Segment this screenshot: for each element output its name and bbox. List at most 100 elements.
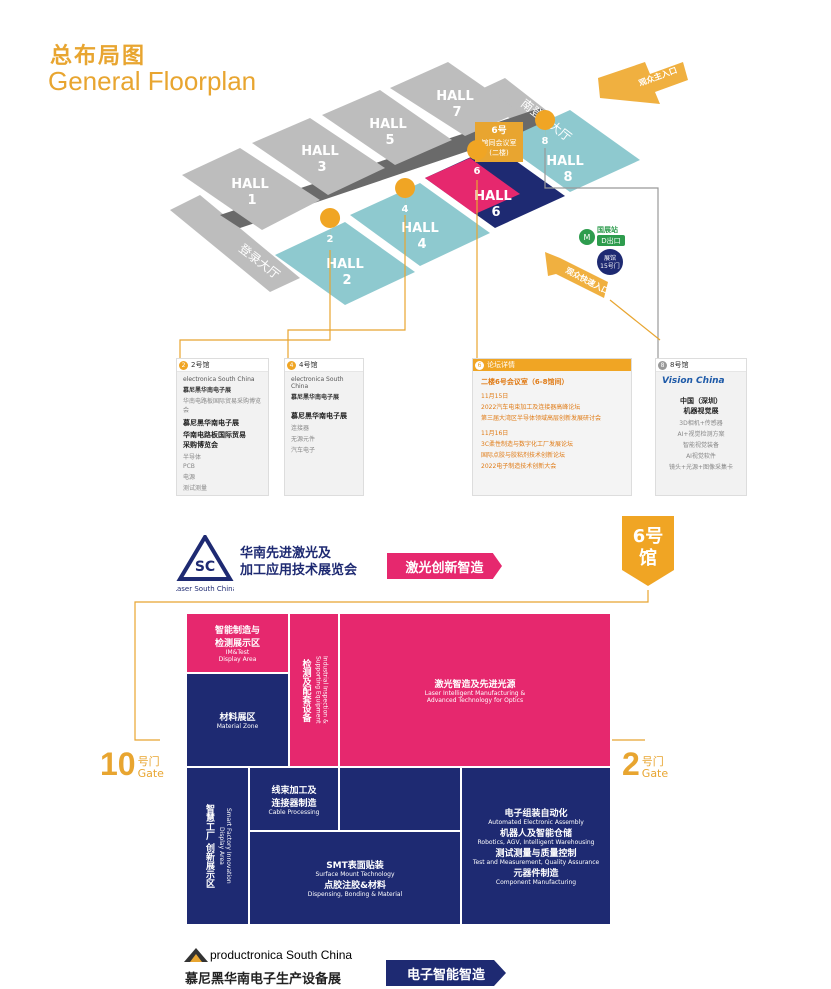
zone-im-test-cn: 智能制造与 检测展示区 [214,626,260,649]
gate-10-num: 10 [100,746,136,782]
forum-item: 2022电子制造技术创新大会 [481,463,557,470]
pin-2[interactable]: 2 [320,208,341,250]
card-2-logo2: 华南电路板国际贸易采购博览会 [183,398,262,414]
forum-title: 论坛详情 [487,361,515,369]
hall-1-label: HALL [231,177,269,192]
card-8-title: 中国（深圳） 机器视觉展 [680,397,722,415]
forum-item: 2022汽车电束加工及连接器高峰论坛 [481,404,581,411]
gate-10[interactable]: 10 号门 Gate [100,748,164,780]
card-4-logo-cn: 慕尼黑华南电子展 [291,394,340,401]
hall-7-label: HALL [436,89,474,104]
card-2-item: 测试测量 [183,485,208,492]
card-2-logo: electronica South China [183,376,255,383]
page-title-en: General Floorplan [48,66,257,96]
hall-7[interactable] [390,62,520,136]
hall-6-pink-section [425,158,520,214]
connector-hall-8 [544,148,659,358]
floorplan-map: HALL 1 HALL 3 HALL 5 HALL 7 HALL 2 HALL … [170,62,688,358]
card-8-item: 3D相机+传感器 [679,420,723,427]
forum-item: 3C柔性制造与数字化工厂发展论坛 [481,441,574,448]
zone-assembly-en1: Automated Electronic Assembly [488,819,584,826]
gate-15-badge [597,249,623,275]
forum-date-1: 11月15日 [481,393,509,400]
pin-8[interactable]: 8 [535,110,556,150]
page-title-cn: 总布局图 [50,44,147,69]
zone-navy-filler [339,767,461,831]
card-8-item: 镜头+光源+图像采集卡 [668,464,734,471]
hall-5[interactable] [322,90,452,165]
hall-4-label: HALL [401,221,439,236]
card-8-num: 8 [658,360,667,370]
pin-4[interactable]: 4 [395,178,416,218]
card-2-item: 电源 [183,474,196,481]
zone-laser[interactable]: 激光智造及先进光源 Laser Intelligent Manufacturin… [339,613,611,767]
card-4-hall: 4号馆 [299,361,318,369]
hall-3-num: 3 [317,160,326,175]
gate-10-cn: 号门 [137,755,160,768]
svg-text:M: M [584,233,591,242]
hall-4[interactable] [350,183,490,266]
hall-1[interactable] [182,148,320,230]
zone-smt-en1: Surface Mount Technology [315,871,395,878]
hall-6-label: HALL [474,189,512,204]
pin-4-label: 4 [402,204,409,215]
zone-assembly-en4: Component Manufacturing [495,879,577,886]
laser-show-tag: 激光创新智造 [387,553,502,579]
gate-10-en: Gate [137,767,164,780]
laser-logo-text: Laser South China [176,585,234,593]
zone-assembly-en2: Robotics, AGV, Intelligent Warehousing [477,839,595,846]
card-2-logo-cn: 慕尼黑华南电子展 [183,387,232,394]
zone-assembly[interactable]: 电子组装自动化 Automated Electronic Assembly 机器… [461,767,611,925]
hall-8[interactable] [500,110,640,192]
zone-assembly-en3: Test and Measurement, Quality Assurance [472,859,600,866]
productronica-tag: 电子智能智造 [386,960,506,986]
zone-smt[interactable]: SMT表面贴装 Surface Mount Technology 点胶注胶&材料… [249,831,461,925]
zone-material[interactable]: 材料展区 Material Zone [186,673,289,767]
card-2-item: 半导体 [183,454,202,461]
zone-smart-factory[interactable]: 智慧工厂 创新展示区 Smart Factory Innovation Disp… [186,767,249,925]
hall-6-badge-line1: 6号 [633,526,664,547]
zone-assembly-cn1: 电子组装自动化 [504,809,568,819]
gate-2-num: 2 [622,746,640,782]
card-2-title: 慕尼黑华南电子展 [183,419,239,427]
forum-item: 国际点胶与胶粘剂技术创新论坛 [481,452,566,459]
meeting-room-line1: 馆同会议室 [482,138,517,147]
zone-im-test[interactable]: 智能制造与 检测展示区 IM&Test Display Area [186,613,289,673]
card-4-num: 4 [287,360,296,370]
hall-2[interactable] [275,222,415,305]
zone-smart-factory-cn: 智慧工厂 创新展示区 [204,803,214,889]
zone-material-cn: 材料展区 [219,713,256,723]
hall-3[interactable] [252,118,385,195]
card-4-logo: electronica South China [291,376,344,390]
zone-cable[interactable]: 线束加工及 连接器制造 Cable Processing [249,767,339,831]
card-2-subtitle: 华南电路板国际贸易 采购博览会 [183,431,246,449]
zone-assembly-cn4: 元器件制造 [513,869,559,879]
gate-2[interactable]: 2 号门 Gate [622,748,668,780]
laser-south-china-logo: SC Laser South China [176,535,234,593]
pin-6-label: 6 [474,166,481,177]
zone-assembly-cn3: 测试测量与质量控制 [495,849,577,859]
metro-exit-label: D出口 [601,236,620,245]
hall-8-label: HALL [546,154,584,169]
connector-hall-2 [179,250,331,358]
hall-1-num: 1 [247,193,256,208]
main-entrance-arrow: 观众主入口 [598,62,688,104]
zone-inspection[interactable]: 检测及配套设备 Industrial Inspection & Supporti… [289,613,339,767]
productronica-logo-icon [184,948,208,962]
card-2-hall: 2号馆 [191,361,210,369]
hall-7-num: 7 [452,105,461,120]
pin-6[interactable]: 6 [467,140,488,182]
zone-smt-cn1: SMT表面贴装 [326,861,384,871]
zone-inspection-cn: 检测及配套设备 [300,658,311,722]
south-corridor [170,195,300,292]
card-2-item: PCB [183,463,195,470]
connector-hall-4 [287,215,406,358]
card-8-item: 智能视觉装备 [682,442,719,449]
gate-2-cn: 号门 [641,755,664,768]
card-4-title: 慕尼黑华南电子展 [291,412,347,420]
metro-station-label: 国展站 [597,225,618,234]
